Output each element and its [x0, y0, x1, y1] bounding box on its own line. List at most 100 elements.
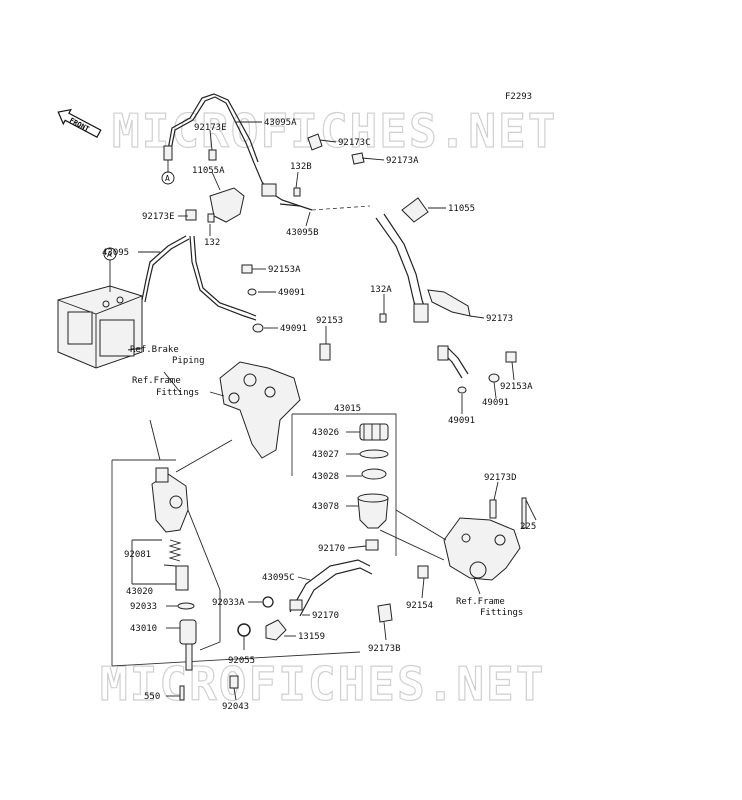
bracket-92173d — [489, 499, 497, 519]
label-92173b: 92173B — [368, 644, 401, 654]
washer-49091-r2 — [457, 386, 467, 394]
label-43010: 43010 — [130, 624, 157, 634]
label-225: 225 — [520, 522, 536, 532]
label-13159: 13159 — [298, 632, 325, 642]
diaphragm-43028 — [361, 468, 387, 480]
watermark-top: MICROFICHES.NET — [112, 104, 557, 158]
junction-block — [261, 183, 277, 197]
label-92154: 92154 — [406, 601, 433, 611]
label-43027: 43027 — [312, 450, 339, 460]
washer-49091-b — [252, 323, 264, 333]
label-43026: 43026 — [312, 428, 339, 438]
label-92153: 92153 — [316, 316, 343, 326]
hose-43095c — [289, 559, 371, 613]
clamp-92173a — [351, 152, 365, 165]
kit-box-43015-left — [111, 460, 361, 667]
label-11055a: 11055A — [192, 166, 225, 176]
label-132b: 132B — [290, 162, 312, 172]
bolt-92153 — [319, 343, 331, 361]
bracket-11055 — [401, 197, 429, 223]
washer-49091-r1 — [488, 373, 500, 383]
brake-line-43095b — [279, 203, 313, 211]
label-92173: 92173 — [486, 314, 513, 324]
label-92033a: 92033A — [212, 598, 245, 608]
leader-lines — [127, 121, 537, 701]
bracket-92173 — [427, 289, 471, 317]
ref-frame-fittings-left-line1: Ref.Frame — [132, 376, 181, 386]
label-92043: 92043 — [222, 702, 249, 712]
label-550: 550 — [144, 692, 160, 702]
fitting-92173e-top — [208, 149, 217, 161]
circlip-92033a — [262, 596, 274, 608]
label-49091-b: 49091 — [280, 324, 307, 334]
label-49091-r1: 49091 — [482, 398, 509, 408]
ref-frame-fittings-right-line2: Fittings — [480, 608, 523, 618]
label-43095c: 43095C — [262, 573, 295, 583]
piston-assy-43020 — [175, 565, 189, 591]
label-43095b: 43095B — [286, 228, 319, 238]
reference-marker-a-abs: A — [103, 247, 117, 292]
master-cylinder-body — [151, 467, 189, 533]
label-92173e-mid: 92173E — [142, 212, 175, 222]
banjo-fitting — [163, 145, 173, 161]
circlip-92033 — [177, 602, 195, 610]
washer-49091-a — [247, 288, 257, 296]
label-92173c: 92173C — [338, 138, 371, 148]
front-arrow-icon: FRONT — [57, 108, 102, 139]
ref-frame-fittings-right-line1: Ref.Frame — [456, 597, 505, 607]
clamp-92170-a — [365, 539, 379, 551]
svg-text:A: A — [107, 250, 112, 259]
label-92153a: 92153A — [268, 265, 301, 275]
svg-text:A: A — [165, 174, 170, 183]
figure-code: F2293 — [505, 92, 532, 102]
ref-brake-piping-line1: Ref.Brake — [130, 345, 179, 355]
label-11055: 11055 — [448, 204, 475, 214]
pin-550 — [179, 685, 185, 701]
spring-92081 — [168, 539, 182, 562]
clamp-92173b — [377, 603, 393, 623]
clamp-92173e-mid — [185, 209, 197, 221]
label-132: 132 — [204, 238, 220, 248]
bolt-225 — [521, 497, 527, 529]
label-49091-r2: 49091 — [448, 416, 475, 426]
abs-unit — [57, 285, 143, 369]
label-43020: 43020 — [126, 587, 153, 597]
label-92170-a: 92170 — [318, 544, 345, 554]
bolt-132b — [293, 187, 301, 197]
label-92055: 92055 — [228, 656, 255, 666]
label-92173e-top: 92173E — [194, 123, 227, 133]
ref-brake-piping-line2: Piping — [172, 356, 205, 366]
oring-92055 — [237, 623, 251, 637]
brake-line-43095 — [141, 235, 187, 301]
bolt-132 — [207, 213, 215, 223]
watermark-bottom: MICROFICHES.NET — [100, 657, 545, 711]
label-92081: 92081 — [124, 550, 151, 560]
label-43095: 43095 — [102, 248, 129, 258]
reservoir-43078 — [357, 493, 389, 529]
ref-frame-fittings-left-line2: Fittings — [156, 388, 199, 398]
label-43028: 43028 — [312, 472, 339, 482]
hose-fitting — [413, 303, 429, 323]
label-43015: 43015 — [334, 404, 361, 414]
push-rod-43010 — [179, 619, 197, 671]
label-92170-b: 92170 — [312, 611, 339, 621]
clamp-92170-b — [289, 599, 303, 611]
label-92033: 92033 — [130, 602, 157, 612]
clamp-92173c — [307, 133, 323, 151]
label-132a: 132A — [370, 285, 392, 295]
label-92173d: 92173D — [484, 473, 517, 483]
brake-line-43095a — [167, 93, 259, 163]
bracket-11055a — [209, 187, 245, 223]
banjo-bolt-92153a — [241, 264, 253, 274]
label-92153a-right: 92153A — [500, 382, 533, 392]
label-49091-a: 49091 — [278, 288, 305, 298]
label-43095a: 43095A — [264, 118, 297, 128]
bolt-92043 — [229, 675, 239, 689]
reservoir-cap-43026 — [359, 423, 389, 441]
frame-fitting-left — [219, 361, 301, 459]
frame-fitting-right — [443, 517, 521, 581]
bolt-132a — [379, 313, 387, 323]
label-43078: 43078 — [312, 502, 339, 512]
fitting-13159 — [265, 619, 287, 641]
